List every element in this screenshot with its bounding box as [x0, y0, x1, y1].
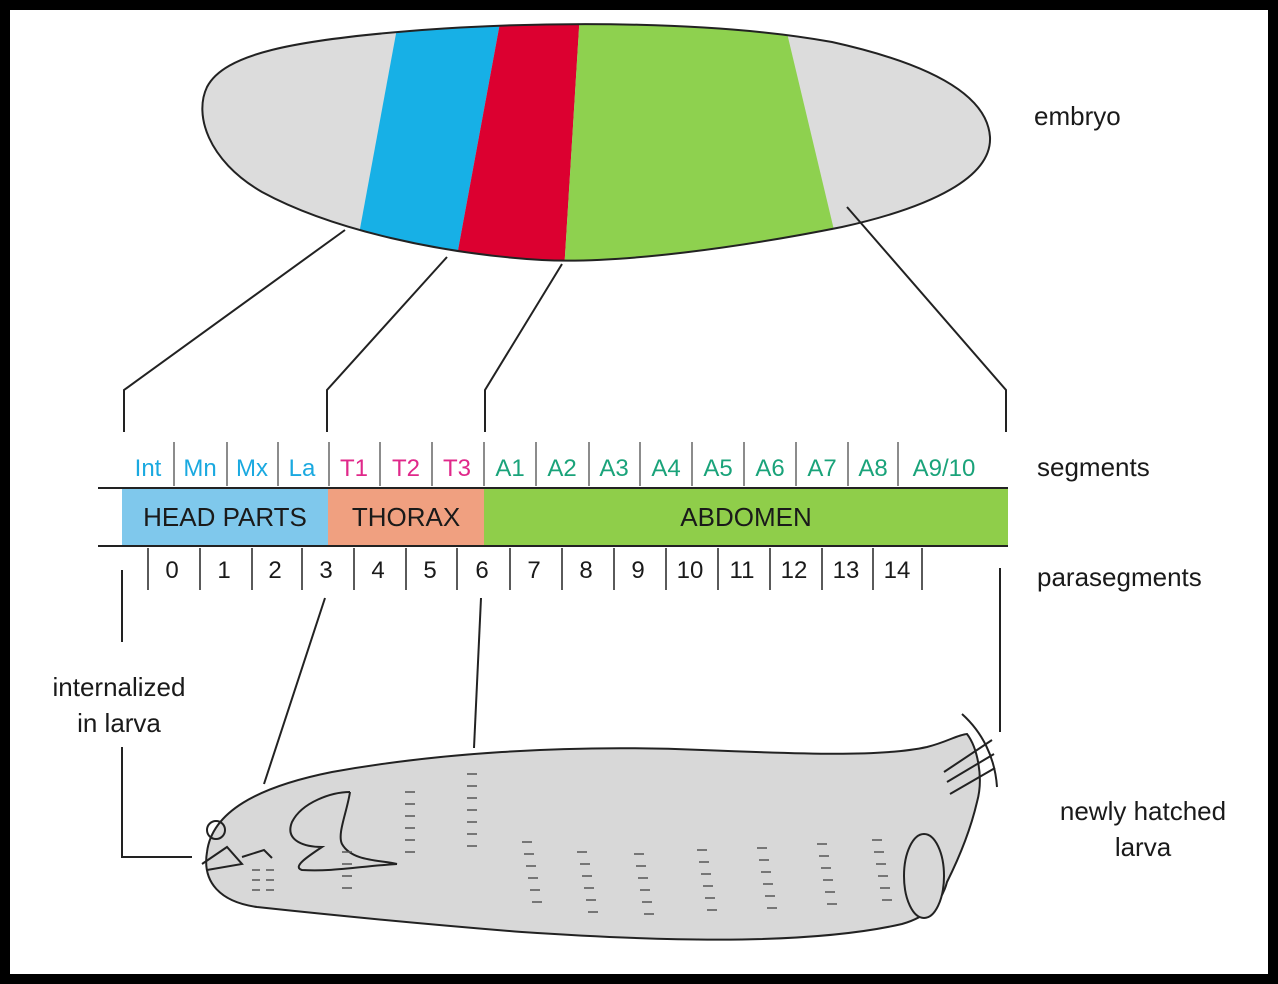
segment-label: A4 [651, 455, 680, 482]
abdomen-label: ABDOMEN [680, 502, 811, 532]
segment-label: A7 [807, 455, 836, 482]
larva-anal-pad [904, 834, 944, 918]
larva [202, 714, 997, 940]
parasegment-label: 8 [579, 557, 592, 584]
projection-line-ps3 [264, 598, 325, 784]
segment-label: La [289, 455, 316, 482]
segment-label: T1 [340, 455, 368, 482]
parasegment-label: 12 [781, 557, 808, 584]
internalized-label-line1: internalized [53, 672, 186, 702]
projection-line-head [124, 230, 345, 432]
segment-label: Mn [183, 455, 216, 482]
projection-line-abdomen [485, 264, 562, 432]
parasegment-label: 13 [833, 557, 860, 584]
segment-label: A2 [547, 455, 576, 482]
parasegment-label: 7 [527, 557, 540, 584]
parasegment-label: 5 [423, 557, 436, 584]
segmentation-diagram: Int Mn Mx La T1 T2 T3 A1 A2 A3 A4 A5 A6 … [10, 10, 1272, 978]
segment-label: T2 [392, 455, 420, 482]
larva-body [206, 734, 980, 940]
segments-label: segments [1037, 452, 1150, 482]
region-band: HEAD PARTS THORAX ABDOMEN [98, 488, 1008, 546]
larva-label-line2: larva [1115, 832, 1172, 862]
parasegment-labels: 0 1 2 3 4 5 6 7 8 9 10 11 12 13 14 [165, 557, 910, 584]
segment-label: A5 [703, 455, 732, 482]
segment-label: Int [135, 455, 162, 482]
parasegment-label: 14 [884, 557, 911, 584]
parasegment-label: 1 [217, 557, 230, 584]
parasegments-label: parasegments [1037, 562, 1202, 592]
projection-line-tail [847, 207, 1006, 432]
parasegment-label: 4 [371, 557, 384, 584]
segment-label: A1 [495, 455, 524, 482]
embryo [182, 12, 1002, 282]
projection-line-thorax [327, 257, 447, 432]
embryo-label: embryo [1034, 101, 1121, 131]
parasegment-label: 3 [319, 557, 332, 584]
parasegment-label: 0 [165, 557, 178, 584]
diagram-frame: Int Mn Mx La T1 T2 T3 A1 A2 A3 A4 A5 A6 … [8, 8, 1270, 976]
parasegment-label: 2 [268, 557, 281, 584]
parasegment-label: 6 [475, 557, 488, 584]
segment-label: A9/10 [913, 455, 976, 482]
segment-labels: Int Mn Mx La T1 T2 T3 A1 A2 A3 A4 A5 A6 … [135, 455, 976, 482]
projection-line-internalized-lower [122, 747, 192, 857]
larva-label-line1: newly hatched [1060, 796, 1226, 826]
parasegment-label: 10 [677, 557, 704, 584]
segment-label: T3 [443, 455, 471, 482]
thorax-label: THORAX [352, 502, 460, 532]
parasegment-label: 9 [631, 557, 644, 584]
segment-label: A8 [858, 455, 887, 482]
segment-label: A3 [599, 455, 628, 482]
segment-label: Mx [236, 455, 268, 482]
segment-label: A6 [755, 455, 784, 482]
parasegment-label: 11 [730, 557, 755, 584]
internalized-label-line2: in larva [77, 708, 161, 738]
head-parts-label: HEAD PARTS [143, 502, 307, 532]
segment-dividers [174, 442, 898, 486]
projection-line-ps6 [474, 598, 481, 748]
